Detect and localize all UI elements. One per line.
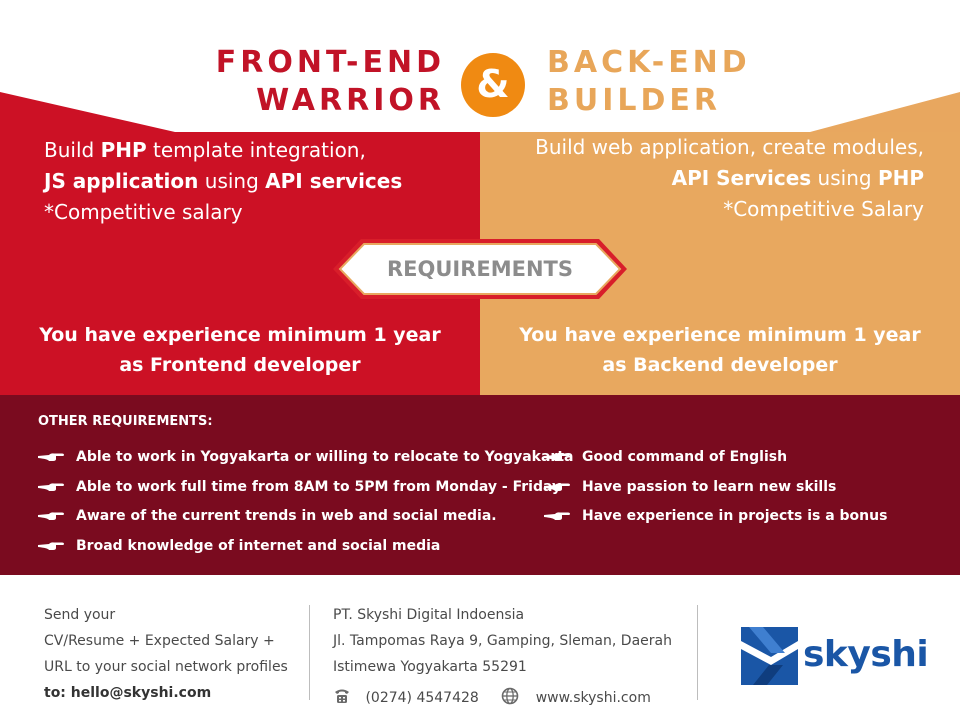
frontend-description-text: PHP xyxy=(100,138,147,162)
backend-title-line-1: BACK-END xyxy=(547,45,751,80)
requirements-banner: REQUIREMENTS xyxy=(333,239,627,299)
backend-experience-line-2: as Backend developer xyxy=(602,354,838,376)
requirements-banner-shape xyxy=(333,239,627,299)
frontend-description-text: Build xyxy=(44,138,101,162)
header: FRONT-END WARRIOR & BACK-END BUILDER xyxy=(0,0,960,132)
company-address-line-2: Istimewa Yogyakarta 55291 xyxy=(333,659,527,675)
frontend-experience-line-2: as Frontend developer xyxy=(119,354,361,376)
frontend-title-line-1: FRONT-END xyxy=(215,45,445,80)
contact-email[interactable]: to: hello@skyshi.com xyxy=(44,685,212,701)
ampersand-badge: & xyxy=(461,53,525,117)
list-item: Good command of English xyxy=(544,445,887,475)
list-item: Broad knowledge of internet and social m… xyxy=(38,534,573,564)
pointing-hand-icon xyxy=(544,481,570,493)
list-item: Have passion to learn new skills xyxy=(544,475,887,505)
send-line-1: Send your xyxy=(44,607,116,623)
pointing-hand-icon xyxy=(38,510,64,522)
frontend-description-line-3: *Competitive salary xyxy=(44,197,402,228)
frontend-experience: You have experience minimum 1 year as Fr… xyxy=(0,320,480,380)
left-requirement-text: Able to work in Yogyakarta or willing to… xyxy=(76,449,574,465)
send-line-2: CV/Resume + Expected Salary + xyxy=(44,633,275,649)
frontend-description-text: JS application xyxy=(44,169,199,193)
right-requirement-text: Good command of English xyxy=(582,449,788,465)
list-item: Able to work in Yogyakarta or willing to… xyxy=(38,445,573,475)
footer-divider-left xyxy=(309,605,310,700)
pointing-hand-icon xyxy=(38,451,64,463)
pointing-hand-icon xyxy=(38,540,64,552)
footer: Send your CV/Resume + Expected Salary + … xyxy=(0,575,960,720)
phone-icon xyxy=(333,687,351,705)
header-corner-left xyxy=(0,92,175,132)
footer-divider-right xyxy=(697,605,698,700)
frontend-description-text: using xyxy=(198,169,266,193)
backend-description-line-3: *Competitive Salary xyxy=(535,194,924,225)
globe-icon xyxy=(501,687,519,705)
skyshi-logo: skyshi xyxy=(741,627,941,687)
company-info: PT. Skyshi Digital Indoensia Jl. Tampoma… xyxy=(333,602,672,680)
phone-number[interactable]: (0274) 4547428 xyxy=(365,690,479,706)
frontend-description-line-2: JS application using API services xyxy=(44,166,402,197)
frontend-description-text: template integration, xyxy=(146,138,366,162)
right-requirement-text: Have passion to learn new skills xyxy=(582,478,837,495)
other-requirements-list-left: Able to work in Yogyakarta or willing to… xyxy=(38,445,573,563)
left-requirement-text: Broad knowledge of internet and social m… xyxy=(76,537,441,554)
skyshi-logo-mark xyxy=(741,627,798,685)
contact-row: (0274) 4547428 www.skyshi.com xyxy=(333,687,651,707)
left-requirement-text: Able to work full time from 8AM to 5PM f… xyxy=(76,478,562,495)
frontend-experience-line-1: You have experience minimum 1 year xyxy=(39,324,441,346)
backend-title: BACK-END BUILDER xyxy=(547,44,751,120)
backend-description-line-1: Build web application, create modules, xyxy=(535,132,924,163)
requirements-label: REQUIREMENTS xyxy=(386,257,574,281)
pointing-hand-icon xyxy=(544,510,570,522)
backend-description: Build web application, create modules, AP… xyxy=(535,132,924,225)
frontend-title-line-2: WARRIOR xyxy=(256,83,445,118)
header-corner-right xyxy=(810,92,960,132)
company-name: PT. Skyshi Digital Indoensia xyxy=(333,607,525,623)
list-item: Have experience in projects is a bonus xyxy=(544,504,887,534)
other-requirements-title: OTHER REQUIREMENTS: xyxy=(38,414,213,429)
frontend-description: Build PHP template integration,JS applic… xyxy=(44,135,402,228)
right-requirement-text: Have experience in projects is a bonus xyxy=(582,508,888,524)
frontend-title: FRONT-END WARRIOR xyxy=(216,44,445,120)
list-item: Aware of the current trends in web and s… xyxy=(38,504,573,534)
frontend-description-text: *Competitive salary xyxy=(44,200,243,224)
backend-panel: Build web application, create modules, AP… xyxy=(480,132,960,395)
pointing-hand-icon xyxy=(38,481,64,493)
backend-experience-line-1: You have experience minimum 1 year xyxy=(519,324,921,346)
backend-description-text: using xyxy=(811,166,878,190)
backend-description-text: API Services xyxy=(671,166,812,190)
backend-title-line-2: BUILDER xyxy=(547,83,722,118)
pointing-hand-icon xyxy=(544,451,570,463)
left-requirement-text: Aware of the current trends in web and s… xyxy=(76,508,497,524)
frontend-description-line-1: Build PHP template integration, xyxy=(44,135,402,166)
backend-description-text: *Competitive Salary xyxy=(723,197,924,221)
backend-description-line-2: API Services using PHP xyxy=(535,163,924,194)
backend-description-text: Build web application, create modules, xyxy=(535,135,924,159)
backend-description-text: PHP xyxy=(877,166,924,190)
website-link[interactable]: www.skyshi.com xyxy=(535,690,651,706)
company-address-line-1: Jl. Tampomas Raya 9, Gamping, Sleman, Da… xyxy=(333,633,672,649)
list-item: Able to work full time from 8AM to 5PM f… xyxy=(38,475,573,505)
other-requirements-section: OTHER REQUIREMENTS: Able to work in Yogy… xyxy=(0,395,960,575)
send-line-3: URL to your social network profiles xyxy=(44,659,288,675)
application-instructions: Send your CV/Resume + Expected Salary + … xyxy=(44,602,288,706)
skyshi-logo-text: skyshi xyxy=(803,634,929,675)
backend-experience: You have experience minimum 1 year as Ba… xyxy=(480,320,960,380)
frontend-description-text: API services xyxy=(265,169,403,193)
